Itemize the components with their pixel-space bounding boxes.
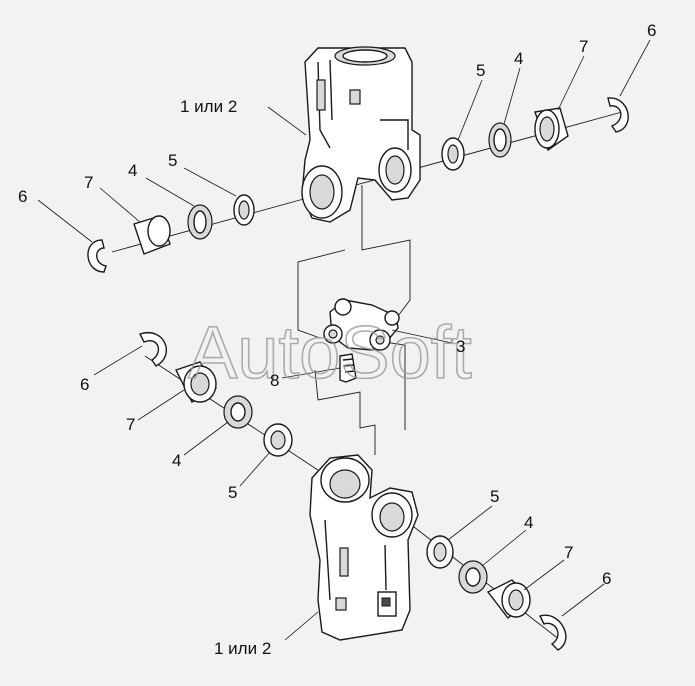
- label-5-upper-right: 5: [476, 61, 485, 80]
- needle-bearing-7-middle-left: [175, 361, 217, 403]
- cross-spider: [323, 298, 400, 351]
- label-6-upper-left: 6: [18, 187, 27, 206]
- leader-lines: [37, 39, 651, 641]
- label-4-lower-right: 4: [524, 513, 533, 532]
- needle-bearing-7-upper-left: [133, 215, 171, 255]
- label-7-lower-right: 7: [564, 543, 573, 562]
- label-6-upper-right: 6: [647, 21, 656, 40]
- label-7-upper-left: 7: [84, 173, 93, 192]
- label-5-lower-right: 5: [490, 487, 499, 506]
- label-7-upper-right: 7: [579, 37, 588, 56]
- label-5-middle-left: 5: [228, 483, 237, 502]
- bearing-seal-4-middle-left: [223, 395, 253, 429]
- label-7-middle-left: 7: [126, 415, 135, 434]
- snap-ring-6-upper-right: [607, 97, 629, 133]
- label-cross-3: 3: [456, 337, 465, 356]
- grease-fitting: [339, 353, 357, 383]
- ring-5-middle-left: [263, 423, 293, 457]
- label-4-upper-right: 4: [514, 49, 523, 68]
- upper-yoke: [301, 46, 421, 223]
- label-yoke-top: 1 или 2: [180, 97, 237, 116]
- bearing-seal-4-upper-right: [488, 122, 512, 158]
- label-5-upper-left: 5: [168, 151, 177, 170]
- label-4-middle-left: 4: [172, 451, 181, 470]
- bearing-seal-4-upper-left: [187, 204, 213, 240]
- bearing-seal-4-lower-right: [458, 560, 488, 594]
- snap-ring-6-middle-left: [139, 331, 167, 367]
- snap-ring-6-upper-left: [87, 239, 107, 273]
- snap-ring-6-lower-right: [539, 614, 567, 651]
- label-yoke-bottom: 1 или 2: [214, 639, 271, 658]
- label-6-middle-left: 6: [80, 375, 89, 394]
- label-4-upper-left: 4: [128, 161, 137, 180]
- needle-bearing-7-upper-right: [534, 107, 569, 152]
- ring-5-lower-right: [426, 535, 454, 569]
- label-6-lower-right: 6: [602, 569, 611, 588]
- watermark-text: AutoSoft: [188, 311, 472, 394]
- ring-5-upper-right: [441, 137, 465, 171]
- lower-yoke: [309, 454, 419, 641]
- needle-bearing-7-lower-right: [486, 579, 532, 619]
- ring-5-upper-left: [233, 194, 255, 226]
- label-fitting-8: 8: [270, 371, 279, 390]
